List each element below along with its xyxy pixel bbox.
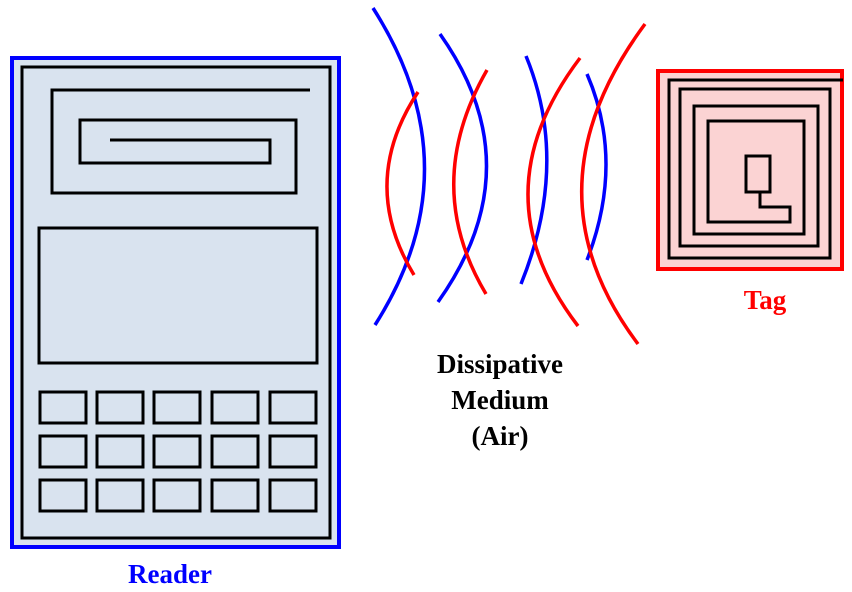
tag-label: Tag xyxy=(743,285,787,315)
medium-label-line2: Medium xyxy=(451,385,549,415)
medium-label-line1: Dissipative xyxy=(436,349,563,379)
tag-outer-frame xyxy=(656,69,844,271)
medium-label: Dissipative Medium (Air) xyxy=(400,346,600,454)
keypad-key xyxy=(95,434,145,469)
keypad-key xyxy=(95,478,145,513)
signal-waves xyxy=(371,7,647,346)
keypad-key xyxy=(210,434,260,469)
wave-red-1 xyxy=(385,91,420,276)
wave-red-2 xyxy=(452,69,489,295)
keypad-key xyxy=(152,390,202,425)
keypad-key xyxy=(38,434,88,469)
keypad-key xyxy=(152,478,202,513)
medium-label-line3: (Air) xyxy=(471,421,529,451)
reader-antenna-coil xyxy=(50,88,310,195)
keypad-key xyxy=(152,434,202,469)
wave-blue-3 xyxy=(519,55,549,285)
tag-device xyxy=(656,69,844,271)
keypad-key xyxy=(210,390,260,425)
wave-red-3 xyxy=(526,56,582,328)
keypad-key xyxy=(268,390,318,425)
wave-red-4 xyxy=(580,22,647,346)
reader-keypad xyxy=(38,390,318,513)
wave-blue-4 xyxy=(585,73,608,261)
wave-blue-2 xyxy=(436,32,489,304)
tag-antenna-coil xyxy=(667,78,843,260)
reader-device xyxy=(10,56,341,549)
wave-blue-1 xyxy=(371,7,427,326)
keypad-key xyxy=(268,434,318,469)
reader-display xyxy=(37,226,319,365)
keypad-key xyxy=(38,478,88,513)
keypad-key xyxy=(268,478,318,513)
keypad-key xyxy=(210,478,260,513)
keypad-key xyxy=(38,390,88,425)
reader-label: Reader xyxy=(128,559,212,589)
keypad-key xyxy=(95,390,145,425)
